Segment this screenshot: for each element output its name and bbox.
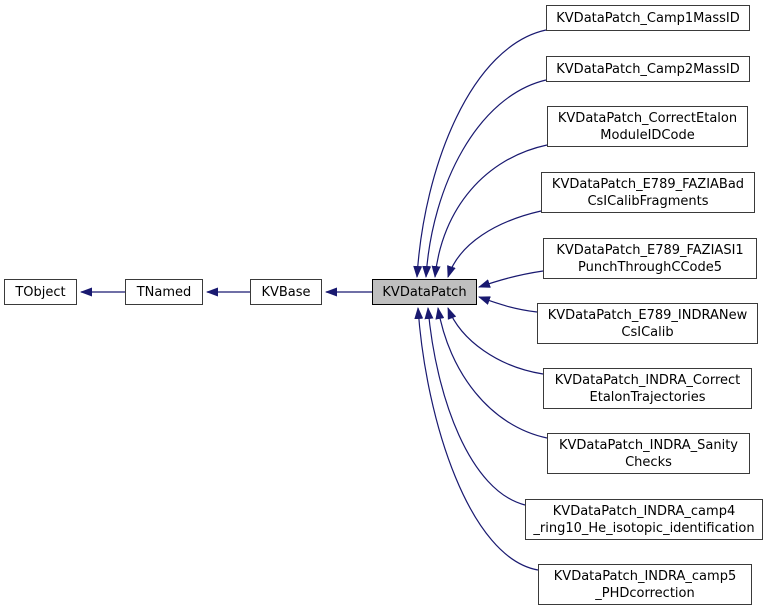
class-node-kvdatapatch-indra-sanitychecks[interactable]: KVDataPatch_INDRA_Sanity Checks bbox=[547, 433, 750, 474]
edge-camp2massid bbox=[422, 79, 547, 278]
class-node-kvdatapatch-e789-faziabadcsicalibfragments[interactable]: KVDataPatch_E789_FAZIABad CsICalibFragme… bbox=[541, 172, 755, 213]
edge-indra-correctetalontrajectories bbox=[447, 307, 544, 375]
edge-correctetalonmoduleidcode bbox=[431, 144, 548, 278]
class-node-kvdatapatch-indra-camp4-ring10-he-isotopic-identification[interactable]: KVDataPatch_INDRA_camp4 _ring10_He_isoto… bbox=[525, 499, 763, 540]
class-node-kvdatapatch-e789-faziasi1punchthroughccode5[interactable]: KVDataPatch_E789_FAZIASI1 PunchThroughCC… bbox=[543, 238, 757, 279]
class-node-kvdatapatch: KVDataPatch bbox=[372, 279, 477, 305]
class-node-kvdatapatch-e789-indranewcsicalib[interactable]: KVDataPatch_E789_INDRANew CsICalib bbox=[537, 303, 758, 344]
edge-e789-faziasi1punchthroughccode5 bbox=[478, 270, 544, 288]
class-node-kvdatapatch-indra-camp5-phdcorrection[interactable]: KVDataPatch_INDRA_camp5 _PHDcorrection bbox=[538, 564, 752, 605]
class-node-tobject[interactable]: TObject bbox=[4, 279, 77, 305]
edge-indra-camp5-phdcorrection bbox=[414, 307, 539, 571]
edge-camp1massid bbox=[413, 29, 547, 278]
class-node-tnamed[interactable]: TNamed bbox=[125, 279, 203, 305]
class-node-kvdatapatch-correctetalonmoduleidcode[interactable]: KVDataPatch_CorrectEtalon ModuleIDCode bbox=[547, 106, 748, 147]
edge-indra-sanitychecks bbox=[435, 307, 548, 439]
edge-e789-indranewcsicalib bbox=[478, 296, 538, 313]
class-node-kvbase[interactable]: KVBase bbox=[250, 279, 322, 305]
edge-indra-camp4-ring10 bbox=[424, 307, 526, 506]
class-node-kvdatapatch-camp2massid[interactable]: KVDataPatch_Camp2MassID bbox=[546, 56, 750, 82]
class-node-kvdatapatch-camp1massid[interactable]: KVDataPatch_Camp1MassID bbox=[546, 5, 750, 31]
edge-e789-faziabadcsicalibfragments bbox=[447, 210, 542, 278]
class-node-kvdatapatch-indra-correctetalontrajectories[interactable]: KVDataPatch_INDRA_Correct EtalonTrajecto… bbox=[543, 368, 752, 409]
